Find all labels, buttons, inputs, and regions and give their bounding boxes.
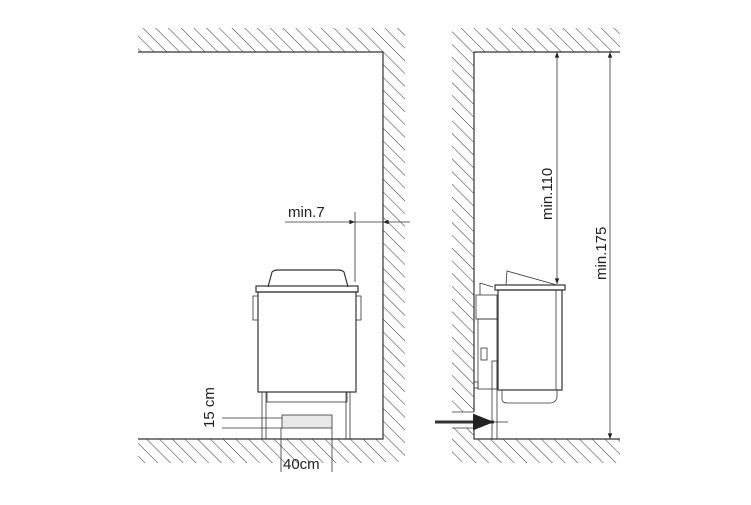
side-view: min.110 min.175	[435, 28, 620, 463]
side-clearance-label: min.7	[288, 204, 325, 221]
wall-hatch	[452, 28, 620, 463]
room-outline	[138, 51, 384, 440]
room-height-dimension: min.175	[593, 52, 613, 440]
front-view: min.7 15 cm 40cm	[138, 28, 410, 473]
floor-height-label: 15 cm	[201, 387, 218, 428]
room-outline-side	[473, 51, 620, 440]
ceiling-clearance-dimension: min.110	[539, 52, 560, 285]
heater-side	[473, 270, 566, 440]
room-height-label: min.175	[593, 227, 610, 280]
floor-width-label: 40cm	[283, 456, 320, 473]
ceiling-clearance-label: min.110	[539, 168, 556, 220]
floor-height-dimension: 15 cm	[201, 387, 282, 429]
heater-front	[252, 269, 362, 440]
ceiling-hatch	[138, 28, 405, 463]
side-clearance-dimension: min.7	[285, 204, 410, 282]
floor-width-dimension: 40cm	[280, 428, 333, 473]
